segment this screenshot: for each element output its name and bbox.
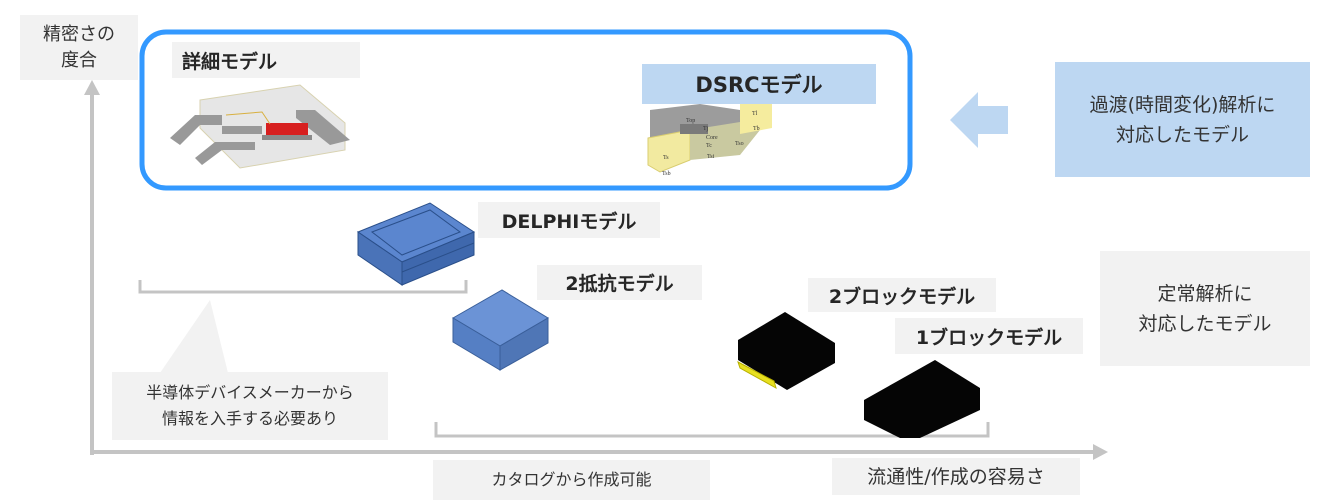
two-resistor-model-label: 2抵抗モデル — [537, 265, 702, 300]
dsrc-label: Top — [686, 118, 695, 124]
detailed-model-label: 詳細モデル — [172, 42, 360, 78]
transient-note: 過渡(時間変化)解析に 対応したモデル — [1055, 62, 1310, 177]
dsrc-model-image: Top Tj Core Tc Ts Tsi Tso Tl Tb Tsb — [647, 104, 772, 177]
x-axis-arrowhead — [1093, 444, 1108, 460]
dsrc-label: Tj — [703, 126, 709, 132]
dsrc-label: Tso — [735, 141, 744, 147]
vendor-info-note: 半導体デバイスメーカーから 情報を入手する必要あり — [112, 372, 388, 440]
one-block-model-image — [864, 360, 980, 438]
catalog-bracket — [434, 422, 990, 438]
detailed-model-image — [170, 84, 350, 169]
transient-models-highlight — [139, 29, 913, 191]
y-axis-label: 精密さの 度合 — [20, 15, 138, 80]
steady-note: 定常解析に 対応したモデル — [1100, 251, 1310, 366]
two-resistor-model-image — [452, 289, 549, 371]
dsrc-label: Tc — [706, 143, 712, 149]
dsrc-label: Tsi — [707, 154, 715, 160]
axes — [90, 92, 1095, 455]
callout-pointer — [160, 300, 228, 373]
dsrc-label: Ts — [663, 155, 669, 161]
dsrc-label: Core — [706, 135, 718, 141]
delphi-model-image — [356, 202, 476, 286]
dsrc-label: Tl — [752, 111, 758, 117]
left-arrow-icon — [950, 92, 1008, 148]
two-block-model-image — [737, 312, 835, 390]
dsrc-label: Tsb — [662, 171, 671, 177]
delphi-model-label: DELPHIモデル — [478, 202, 660, 238]
catalog-note: カタログから作成可能 — [433, 460, 710, 500]
dsrc-label: Tb — [753, 126, 760, 132]
two-block-model-label: 2ブロックモデル — [808, 278, 996, 312]
dsrc-model-label: DSRCモデル — [642, 64, 876, 104]
one-block-model-label: 1ブロックモデル — [895, 318, 1083, 354]
y-axis-arrowhead — [84, 80, 100, 95]
vendor-bracket — [138, 280, 468, 294]
x-axis-label: 流通性/作成の容易さ — [832, 458, 1080, 495]
